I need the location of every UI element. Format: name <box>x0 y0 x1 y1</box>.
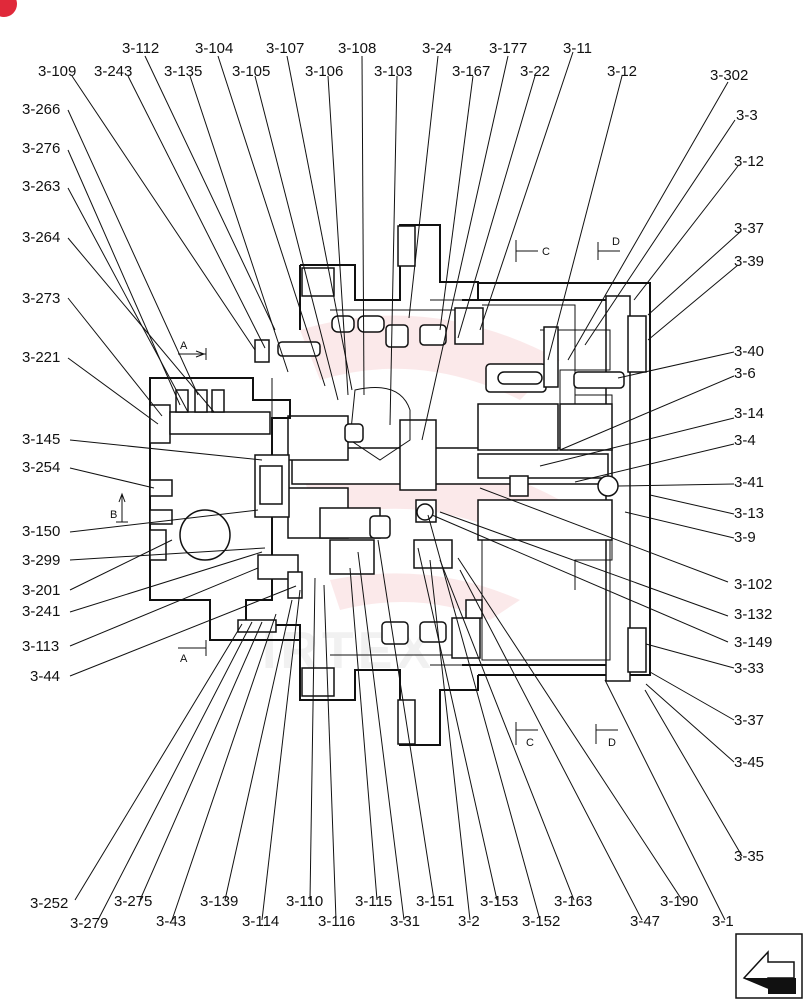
label-3-13: 3-13 <box>734 505 764 522</box>
label-3-275: 3-275 <box>114 893 152 910</box>
bearing-top <box>331 307 484 348</box>
label-3-103: 3-103 <box>374 63 412 80</box>
label-3-107: 3-107 <box>266 40 304 57</box>
label-3-40: 3-40 <box>734 343 764 360</box>
label-3-152: 3-152 <box>522 913 560 930</box>
label-3-273: 3-273 <box>22 290 60 307</box>
label-3-104: 3-104 <box>195 40 233 57</box>
label-3-153: 3-153 <box>480 893 518 910</box>
label-3-132: 3-132 <box>734 606 772 623</box>
label-3-3: 3-3 <box>736 107 758 124</box>
direction-arrow-icon[interactable] <box>735 933 803 999</box>
section-markers: A A B C C D D <box>110 236 620 749</box>
label-3-243: 3-243 <box>94 63 132 80</box>
label-3-31: 3-31 <box>390 913 420 930</box>
label-3-6: 3-6 <box>734 365 756 382</box>
label-3-12-right: 3-12 <box>734 153 764 170</box>
label-3-135: 3-135 <box>164 63 202 80</box>
label-3-45: 3-45 <box>734 754 764 771</box>
label-3-41: 3-41 <box>734 474 764 491</box>
label-3-190: 3-190 <box>660 893 698 910</box>
label-3-263: 3-263 <box>22 178 60 195</box>
label-3-151: 3-151 <box>416 893 454 910</box>
section-a-bottom: A <box>180 653 188 665</box>
label-3-279: 3-279 <box>70 915 108 932</box>
label-3-139: 3-139 <box>200 893 238 910</box>
label-3-109: 3-109 <box>38 63 76 80</box>
main-shaft <box>291 326 625 541</box>
label-3-299: 3-299 <box>22 552 60 569</box>
label-3-177: 3-177 <box>489 40 527 57</box>
label-3-276: 3-276 <box>22 140 60 157</box>
label-3-112: 3-112 <box>122 40 159 57</box>
label-3-39: 3-39 <box>734 253 764 270</box>
label-3-116: 3-116 <box>318 913 355 930</box>
label-3-33: 3-33 <box>734 660 764 677</box>
label-3-37-bottom: 3-37 <box>734 712 764 729</box>
center-flange <box>299 224 479 746</box>
label-3-1: 3-1 <box>712 913 734 930</box>
watermark-text: IRTEX <box>262 622 435 680</box>
label-3-44: 3-44 <box>30 668 60 685</box>
section-d-top: D <box>612 236 620 248</box>
label-3-4: 3-4 <box>734 432 756 449</box>
label-3-254: 3-254 <box>22 459 60 476</box>
label-3-24: 3-24 <box>422 40 452 57</box>
housing <box>430 282 651 682</box>
label-3-47: 3-47 <box>630 913 660 930</box>
label-3-22: 3-22 <box>520 63 550 80</box>
label-3-105: 3-105 <box>232 63 270 80</box>
label-3-113: 3-113 <box>22 638 59 655</box>
label-3-145: 3-145 <box>22 431 60 448</box>
label-3-149: 3-149 <box>734 634 772 651</box>
section-c-bottom: C <box>526 737 534 749</box>
label-3-11: 3-11 <box>563 40 592 57</box>
label-3-115: 3-115 <box>355 893 392 910</box>
label-3-241: 3-241 <box>22 603 60 620</box>
label-3-102: 3-102 <box>734 576 772 593</box>
label-3-35: 3-35 <box>734 848 764 865</box>
label-3-12-top: 3-12 <box>607 63 637 80</box>
label-3-9: 3-9 <box>734 529 756 546</box>
label-3-108: 3-108 <box>338 40 376 57</box>
section-a-top: A <box>180 340 188 352</box>
label-3-114: 3-114 <box>242 913 279 930</box>
label-3-43: 3-43 <box>156 913 186 930</box>
label-3-110: 3-110 <box>286 893 323 910</box>
label-3-264: 3-264 <box>22 229 60 246</box>
label-3-37-top: 3-37 <box>734 220 764 237</box>
part-labels: 3-112 3-104 3-107 3-108 3-24 3-177 3-11 … <box>22 40 772 932</box>
brand-badge <box>0 0 17 17</box>
label-3-150: 3-150 <box>22 523 60 540</box>
section-d-bottom: D <box>608 737 616 749</box>
label-3-2: 3-2 <box>458 913 480 930</box>
label-3-221: 3-221 <box>22 349 60 366</box>
label-3-163: 3-163 <box>554 893 592 910</box>
label-3-14: 3-14 <box>734 405 764 422</box>
label-3-302: 3-302 <box>710 67 748 84</box>
label-3-106: 3-106 <box>305 63 343 80</box>
cylinder-block <box>287 387 453 575</box>
label-3-266: 3-266 <box>22 101 60 118</box>
leader-lines <box>67 51 743 921</box>
section-c-top: C <box>542 246 550 258</box>
label-3-201: 3-201 <box>22 582 60 599</box>
label-3-167: 3-167 <box>452 63 490 80</box>
section-b: B <box>110 509 117 521</box>
label-3-252: 3-252 <box>30 895 68 912</box>
